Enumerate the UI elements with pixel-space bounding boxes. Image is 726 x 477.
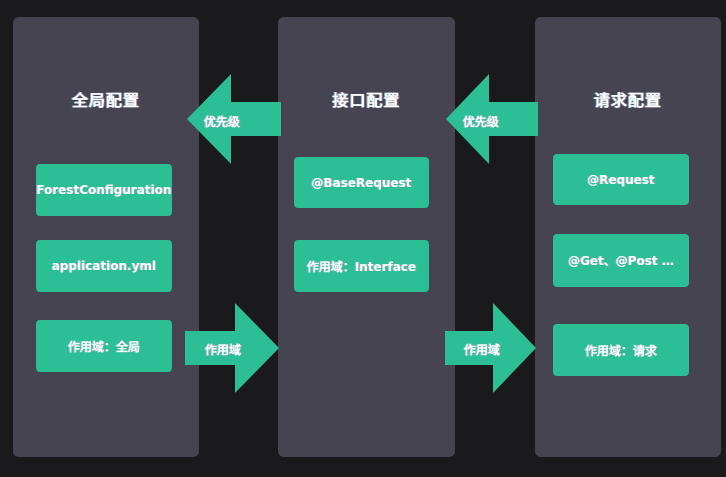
arrow-priority-left-2-label: 优先级 bbox=[463, 115, 500, 129]
panel-interface: 接口配置 @BaseRequest 作用域：Interface bbox=[278, 17, 455, 457]
arrow-scope-right-2-label: 作用域 bbox=[464, 343, 501, 357]
arrow-priority-left-1-label: 优先级 bbox=[204, 115, 241, 129]
panel-global: 全局配置 ForestConfiguration application.yml… bbox=[13, 17, 199, 457]
panel-global-title: 全局配置 bbox=[71, 91, 140, 110]
chip-scope-global[interactable]: 作用域：全局 bbox=[36, 320, 172, 372]
chip-base-request[interactable]: @BaseRequest bbox=[294, 157, 429, 208]
chip-get-post[interactable]: @Get、@Post … bbox=[553, 234, 689, 287]
arrow-right-icon bbox=[185, 303, 279, 393]
arrow-left-icon bbox=[446, 74, 538, 164]
arrow-scope-right-1 bbox=[185, 303, 279, 393]
panel-request-title: 请求配置 bbox=[593, 91, 662, 110]
arrow-priority-left-2 bbox=[446, 74, 538, 164]
panel-request: 请求配置 @Request @Get、@Post … 作用域：请求 bbox=[535, 17, 721, 457]
chip-forest-configuration[interactable]: ForestConfiguration bbox=[36, 164, 172, 216]
arrow-right-icon bbox=[445, 303, 536, 393]
arrow-left-icon bbox=[187, 74, 281, 164]
chip-scope-interface[interactable]: 作用域：Interface bbox=[294, 240, 429, 292]
chip-request[interactable]: @Request bbox=[553, 154, 689, 205]
chip-scope-request[interactable]: 作用域：请求 bbox=[553, 324, 689, 376]
panel-interface-title: 接口配置 bbox=[332, 91, 401, 110]
chip-application-yml[interactable]: application.yml bbox=[36, 240, 172, 292]
arrow-scope-right-1-label: 作用域 bbox=[205, 343, 242, 357]
arrow-scope-right-2 bbox=[445, 303, 536, 393]
arrow-priority-left-1 bbox=[187, 74, 281, 164]
